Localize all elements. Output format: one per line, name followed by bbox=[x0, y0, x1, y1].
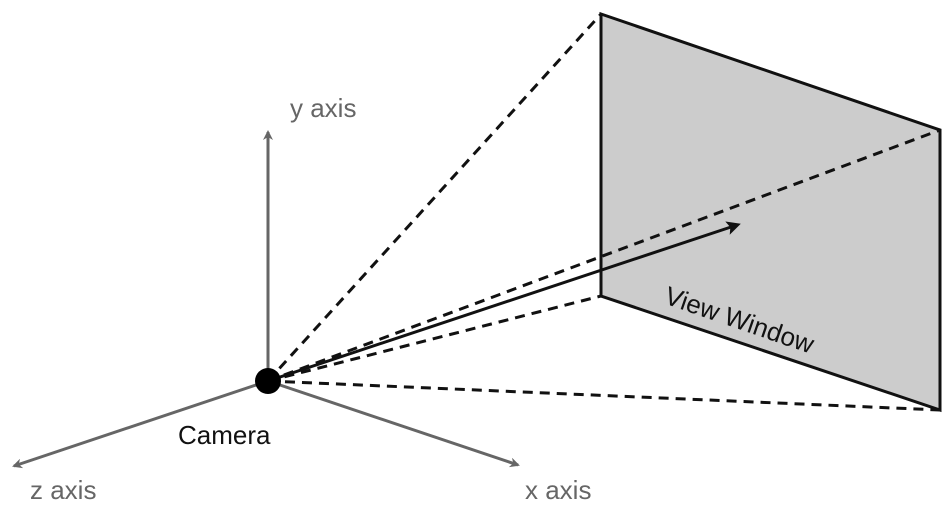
view-direction-arrow bbox=[267, 221, 741, 383]
frustum-line-bottom-right bbox=[267, 379, 941, 412]
frustum-line-top-right bbox=[267, 128, 941, 383]
y-axis-label: y axis bbox=[290, 93, 356, 123]
frustum-line-bottom-left bbox=[267, 294, 602, 383]
x-axis-label: x axis bbox=[525, 475, 591, 505]
camera-label: Camera bbox=[178, 420, 271, 450]
view-window bbox=[599, 11, 942, 413]
z-axis-label: z axis bbox=[30, 475, 96, 505]
z-axis-arrow bbox=[12, 379, 269, 469]
x-axis-arrow bbox=[267, 379, 520, 468]
frustum-line-top-left bbox=[266, 12, 603, 383]
camera-dot bbox=[255, 368, 281, 394]
